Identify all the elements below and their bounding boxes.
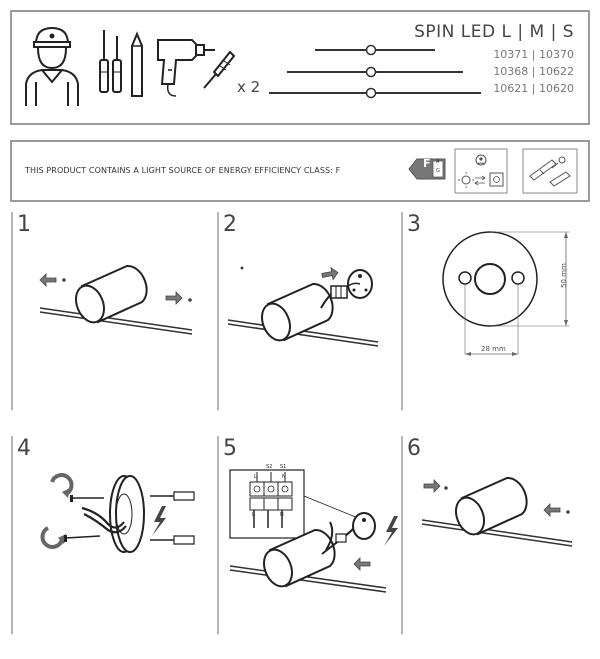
drill-icon — [157, 39, 215, 97]
energy-statement: THIS PRODUCT CONTAINS A LIGHT SOURCE OF … — [25, 166, 341, 175]
step-number: 5 — [223, 436, 237, 461]
energy-panel: THIS PRODUCT CONTAINS A LIGHT SOURCE OF … — [10, 140, 590, 202]
step-separator — [217, 212, 219, 410]
step-1-illustration — [39, 264, 193, 335]
code-line: 10621 | 10620 — [493, 82, 574, 95]
step-number: 4 — [17, 436, 31, 461]
wall-plug-icon — [203, 50, 236, 89]
terminal-label-l: L — [254, 474, 257, 480]
step-number: 1 — [17, 212, 31, 237]
sensor-switch-icon — [454, 148, 508, 194]
installer-icon — [25, 26, 79, 106]
step-separator — [217, 436, 219, 634]
energy-scale-top: A — [436, 159, 440, 165]
light-source-removal-icon — [522, 148, 578, 194]
step-number: 6 — [407, 436, 421, 461]
step-separator — [401, 436, 403, 634]
step-2: 2 — [218, 212, 400, 412]
product-sizes-icon — [269, 44, 481, 99]
product-title: SPIN LED L | M | S — [414, 22, 574, 42]
step-number: 2 — [223, 212, 237, 237]
screw-count: x 2 — [237, 78, 261, 96]
screwdriver-icon — [99, 30, 122, 93]
step-separator — [401, 212, 403, 410]
terminal-label-s1: S1 — [280, 464, 287, 470]
dimension-height: 50 mm — [560, 263, 568, 288]
step-6: 6 — [402, 436, 592, 636]
step-separator — [11, 212, 13, 410]
step-number: 3 — [407, 212, 421, 237]
pencil-icon — [131, 31, 143, 97]
dimension-width: 28 mm — [481, 345, 506, 353]
code-line: 10368 | 10622 — [493, 65, 574, 78]
product-codes: 10371 | 10370 10368 | 10622 10621 | 1062… — [493, 46, 574, 97]
step-4-illustration — [40, 473, 195, 553]
step-5: 5 S2 S1 — [218, 436, 400, 636]
step-2-illustration — [227, 266, 379, 347]
energy-class-icon — [408, 158, 446, 180]
step-6-illustration — [421, 476, 573, 547]
terminal-label-l: L — [252, 512, 255, 518]
terminal-label-n: N — [282, 474, 286, 480]
step-5-illustration — [229, 469, 398, 593]
step-3-mounting-plate — [442, 231, 570, 356]
header-panel: x 2 SPIN LED L | M | S 10371 | 10370 103… — [10, 10, 590, 125]
code-line: 10371 | 10370 — [493, 48, 574, 61]
energy-scale-bottom: G — [436, 168, 440, 174]
step-3: 3 50 mm 28 mm — [402, 212, 592, 412]
step-separator — [11, 436, 13, 634]
step-1: 1 — [12, 212, 212, 412]
energy-class-letter: F — [423, 157, 431, 170]
terminal-label-s2: S2 — [266, 464, 273, 470]
step-4: 4 — [12, 436, 212, 636]
terminal-label-n: N — [280, 512, 284, 518]
